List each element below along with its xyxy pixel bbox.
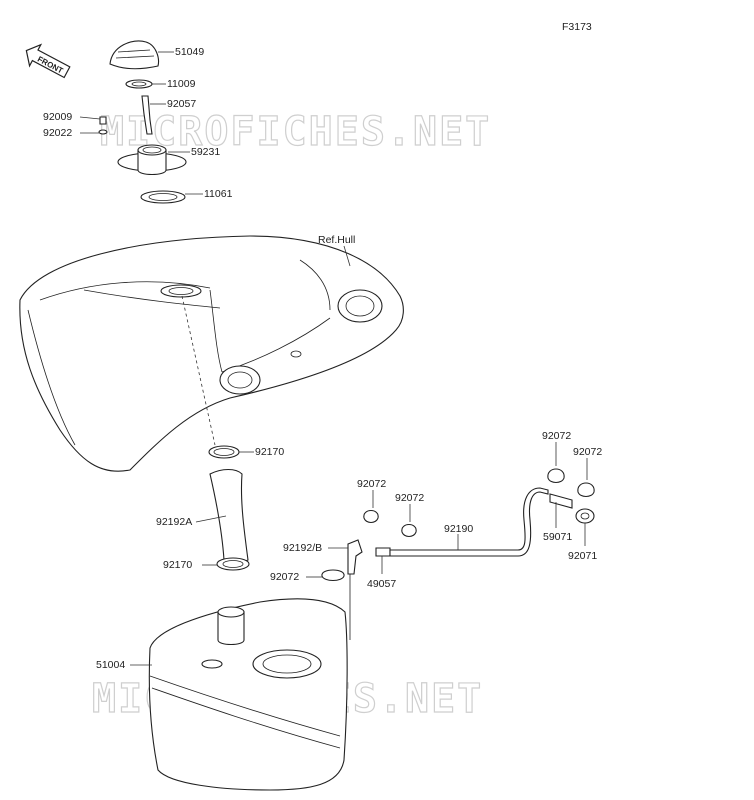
gasket-11061: [140, 190, 186, 204]
label-49057: 49057: [367, 578, 396, 590]
clip-92072-c: [321, 569, 345, 582]
valve-59071: [549, 493, 573, 509]
clamp-92170-bottom: [216, 557, 250, 571]
label-92072-e: 92072: [573, 446, 602, 458]
label-ref-hull: Ref.Hull: [318, 234, 355, 246]
label-92072-a: 92072: [357, 478, 386, 490]
label-92057: 92057: [167, 98, 196, 110]
cap-51049: [109, 40, 160, 70]
label-11061: 11061: [204, 188, 233, 200]
label-51004: 51004: [96, 659, 125, 671]
figure-code: F3173: [562, 21, 592, 33]
hose-92192A: [209, 468, 249, 564]
fuel-tank-51004: [148, 598, 348, 791]
label-92071: 92071: [568, 550, 597, 562]
label-59231: 59231: [191, 146, 220, 158]
label-92022: 92022: [43, 127, 72, 139]
label-51049: 51049: [175, 46, 204, 58]
label-92192B: 92192/B: [283, 542, 322, 554]
washer-92022: [98, 129, 108, 135]
label-92170-bottom: 92170: [163, 559, 192, 571]
strap-92057: [141, 95, 153, 135]
clip-92072-b: [401, 523, 417, 538]
label-92170-top: 92170: [255, 446, 284, 458]
elbow-92192B: [347, 539, 363, 575]
clip-92072-e: [577, 482, 595, 498]
label-92190: 92190: [444, 523, 473, 535]
clamp-92170-top: [208, 445, 240, 459]
label-92192A: 92192A: [156, 516, 192, 528]
gasket-11009: [125, 79, 153, 89]
filler-neck-59231: [117, 144, 187, 176]
cap-92071: [575, 508, 595, 524]
joint-49057: [375, 547, 391, 557]
clip-92072-a: [363, 509, 379, 524]
screw-92009: [99, 116, 107, 125]
hull-outline: [19, 235, 404, 472]
clip-92072-d: [547, 468, 565, 484]
tube-92190: [389, 487, 549, 557]
label-92072-d: 92072: [542, 430, 571, 442]
label-59071: 59071: [543, 531, 572, 543]
label-11009: 11009: [167, 78, 196, 90]
label-92072-b: 92072: [395, 492, 424, 504]
front-arrow-icon: FRONT: [25, 43, 71, 79]
label-92072-c: 92072: [270, 571, 299, 583]
label-92009: 92009: [43, 111, 72, 123]
